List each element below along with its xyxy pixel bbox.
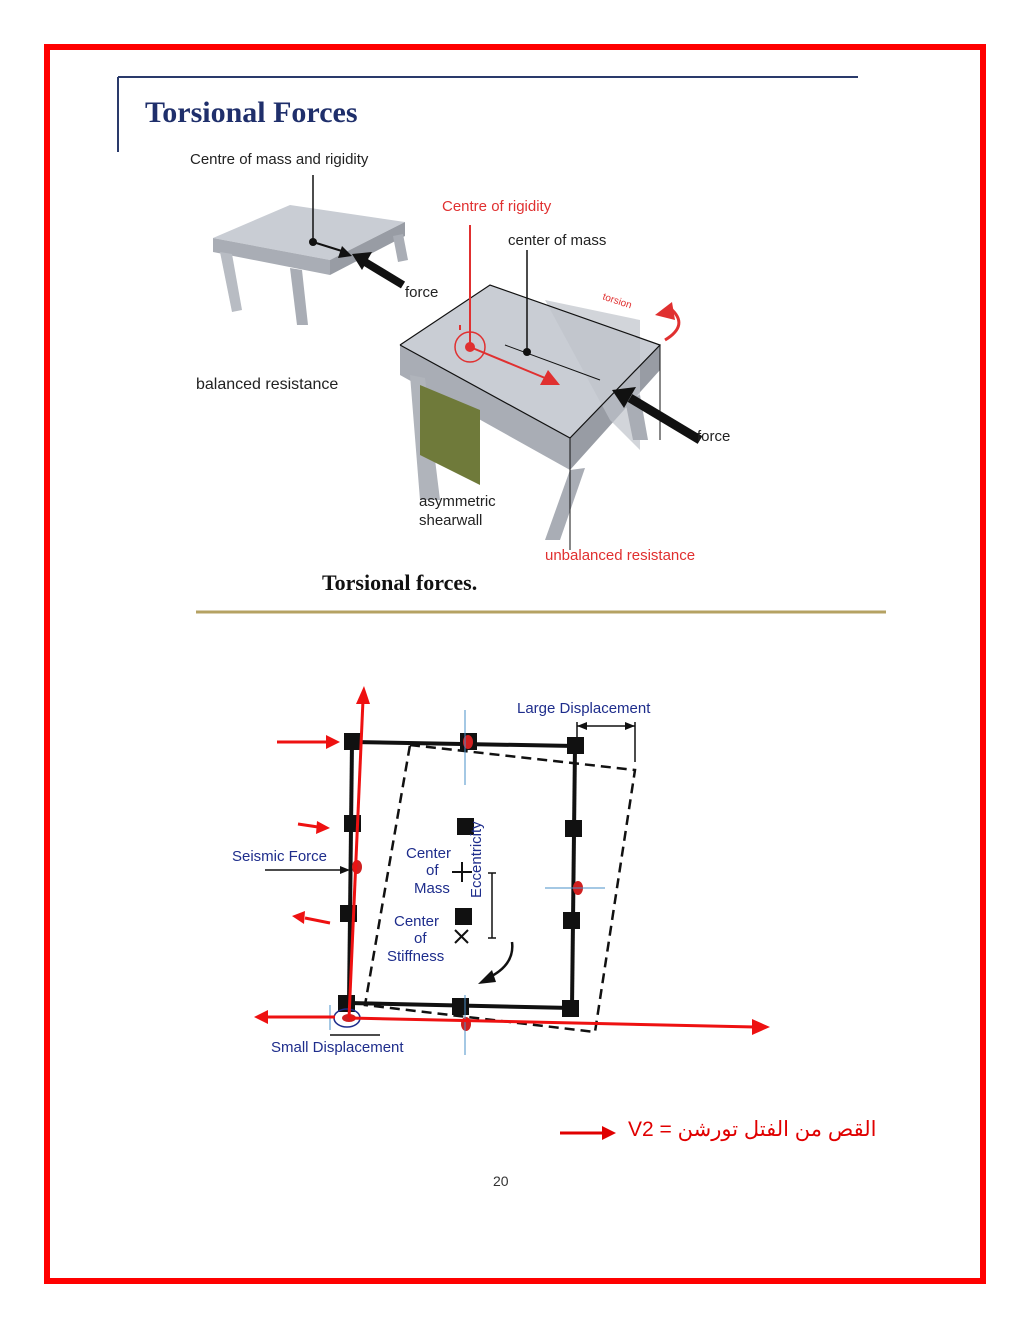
- label-centre-of-rigidity: Centre of rigidity: [442, 198, 552, 215]
- label-large-displacement: Large Displacement: [517, 700, 651, 717]
- label-center-of-mass: center of mass: [508, 232, 607, 249]
- formula-text: V2 = القص من الفتل تورشن: [628, 1118, 877, 1141]
- label-center-of-mass-2: of: [426, 862, 439, 879]
- label-force-left: force: [405, 284, 439, 301]
- label-center-of-stiffness-1: Center: [394, 913, 440, 930]
- unbalanced-table: [399, 225, 703, 550]
- slide-title: Torsional Forces: [145, 96, 358, 129]
- balanced-table: [213, 175, 408, 325]
- label-balanced-resistance: balanced resistance: [196, 376, 339, 393]
- label-unbalanced-resistance: unbalanced resistance: [545, 547, 696, 564]
- label-shearwall: shearwall: [419, 512, 483, 529]
- page-number: 20: [493, 1173, 509, 1189]
- label-centre-mass-rigidity: Centre of mass and rigidity: [190, 151, 369, 168]
- label-small-displacement: Small Displacement: [271, 1039, 404, 1056]
- label-center-of-mass-3: Mass: [414, 880, 450, 897]
- label-center-of-mass-1: Center: [406, 845, 452, 862]
- page-border: [44, 44, 986, 1284]
- label-force-right: force: [697, 428, 731, 445]
- label-center-of-stiffness-3: Stiffness: [387, 948, 445, 965]
- slide-caption: Torsional forces.: [322, 570, 478, 595]
- label-asymmetric: asymmetric: [419, 493, 496, 510]
- label-center-of-stiffness-2: of: [414, 930, 427, 947]
- label-seismic-force: Seismic Force: [232, 848, 328, 865]
- displaced-frame: [363, 743, 637, 1034]
